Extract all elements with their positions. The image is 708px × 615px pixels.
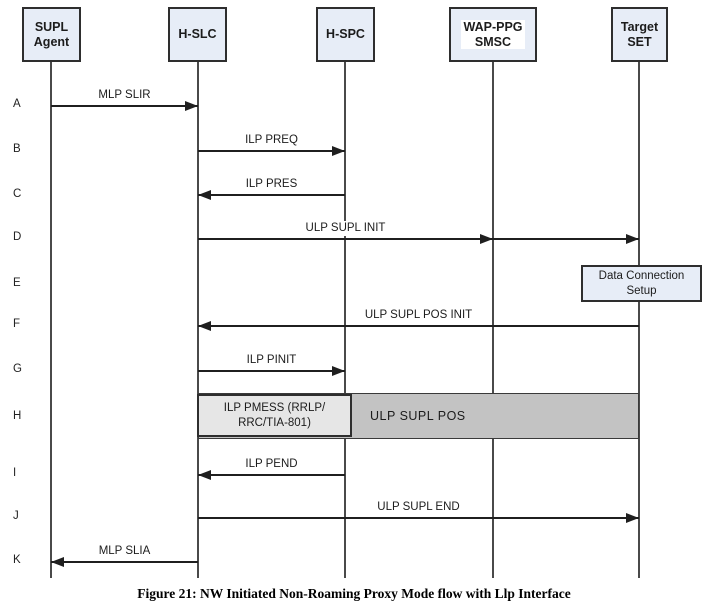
arrowhead-right-icon [332, 146, 345, 156]
message-label: ULP SUPL END [374, 500, 463, 515]
step-letter-a: A [13, 98, 21, 110]
message-label: ILP PINIT [243, 353, 300, 368]
actor-h-slc: H-SLC [168, 7, 227, 62]
arrowhead-right-icon [626, 513, 639, 523]
lifeline-h-slc [197, 62, 199, 578]
step-letter-d: D [13, 231, 22, 243]
ilp-pmess-label: ILP PMESS (RRLP/ RRC/TIA-801) [223, 402, 326, 429]
arrow-line [51, 105, 198, 107]
step-letter-e: E [13, 277, 21, 289]
arrowhead-right-icon [185, 101, 198, 111]
actor-label: WAP-PPG SMSC [461, 20, 525, 49]
step-letter-f: F [13, 318, 21, 330]
arrowhead-left-icon [198, 321, 211, 331]
step-letter-j: J [13, 510, 19, 522]
note-label: Data Connection Setup [598, 269, 685, 297]
arrowhead-right-icon [332, 366, 345, 376]
actor-label: Target SET [620, 20, 659, 49]
ulp-supl-pos-label: ULP SUPL POS [370, 409, 466, 423]
actor-label: SUPL Agent [33, 20, 70, 49]
actor-supl-agent: SUPL Agent [22, 7, 81, 62]
step-letter-g: G [13, 363, 22, 375]
arrow-line [51, 561, 198, 563]
message-label: ILP PREQ [242, 133, 301, 148]
step-letter-h: H [13, 410, 22, 422]
lifeline-supl-agent [50, 62, 52, 578]
arrow-line [198, 325, 639, 327]
step-letter-k: K [13, 554, 21, 566]
actor-wap-ppg-smsc: WAP-PPG SMSC [449, 7, 537, 62]
arrowhead-right-icon [480, 234, 493, 244]
arrowhead-left-icon [198, 470, 211, 480]
arrow-line [198, 474, 345, 476]
arrow-line [198, 238, 639, 240]
message-label: MLP SLIA [95, 544, 154, 559]
arrow-line [198, 150, 345, 152]
actor-target-set: Target SET [611, 7, 668, 62]
message-label: ULP SUPL POS INIT [361, 308, 476, 323]
arrowhead-left-icon [51, 557, 64, 567]
message-label: ILP PRES [242, 177, 301, 192]
lifeline-wap-ppg-smsc [492, 62, 494, 578]
step-letter-i: I [13, 467, 17, 479]
arrowhead-right-icon [626, 234, 639, 244]
message-label: ILP PEND [242, 457, 301, 472]
arrow-line [198, 517, 639, 519]
step-letter-c: C [13, 188, 22, 200]
message-label: MLP SLIR [95, 88, 154, 103]
actor-label: H-SPC [326, 27, 365, 42]
actor-h-spc: H-SPC [316, 7, 375, 62]
arrow-line [198, 370, 345, 372]
arrowhead-left-icon [198, 190, 211, 200]
figure-caption: Figure 21: NW Initiated Non-Roaming Prox… [137, 586, 571, 601]
message-label: ULP SUPL INIT [302, 221, 389, 236]
ilp-pmess-box: ILP PMESS (RRLP/ RRC/TIA-801) [197, 394, 352, 437]
lifeline-h-spc [344, 62, 346, 578]
arrow-line [198, 194, 345, 196]
data-connection-setup-box: Data Connection Setup [581, 265, 702, 302]
lifeline-target-set [638, 62, 640, 578]
actor-label: H-SLC [178, 27, 217, 42]
step-letter-b: B [13, 143, 21, 155]
